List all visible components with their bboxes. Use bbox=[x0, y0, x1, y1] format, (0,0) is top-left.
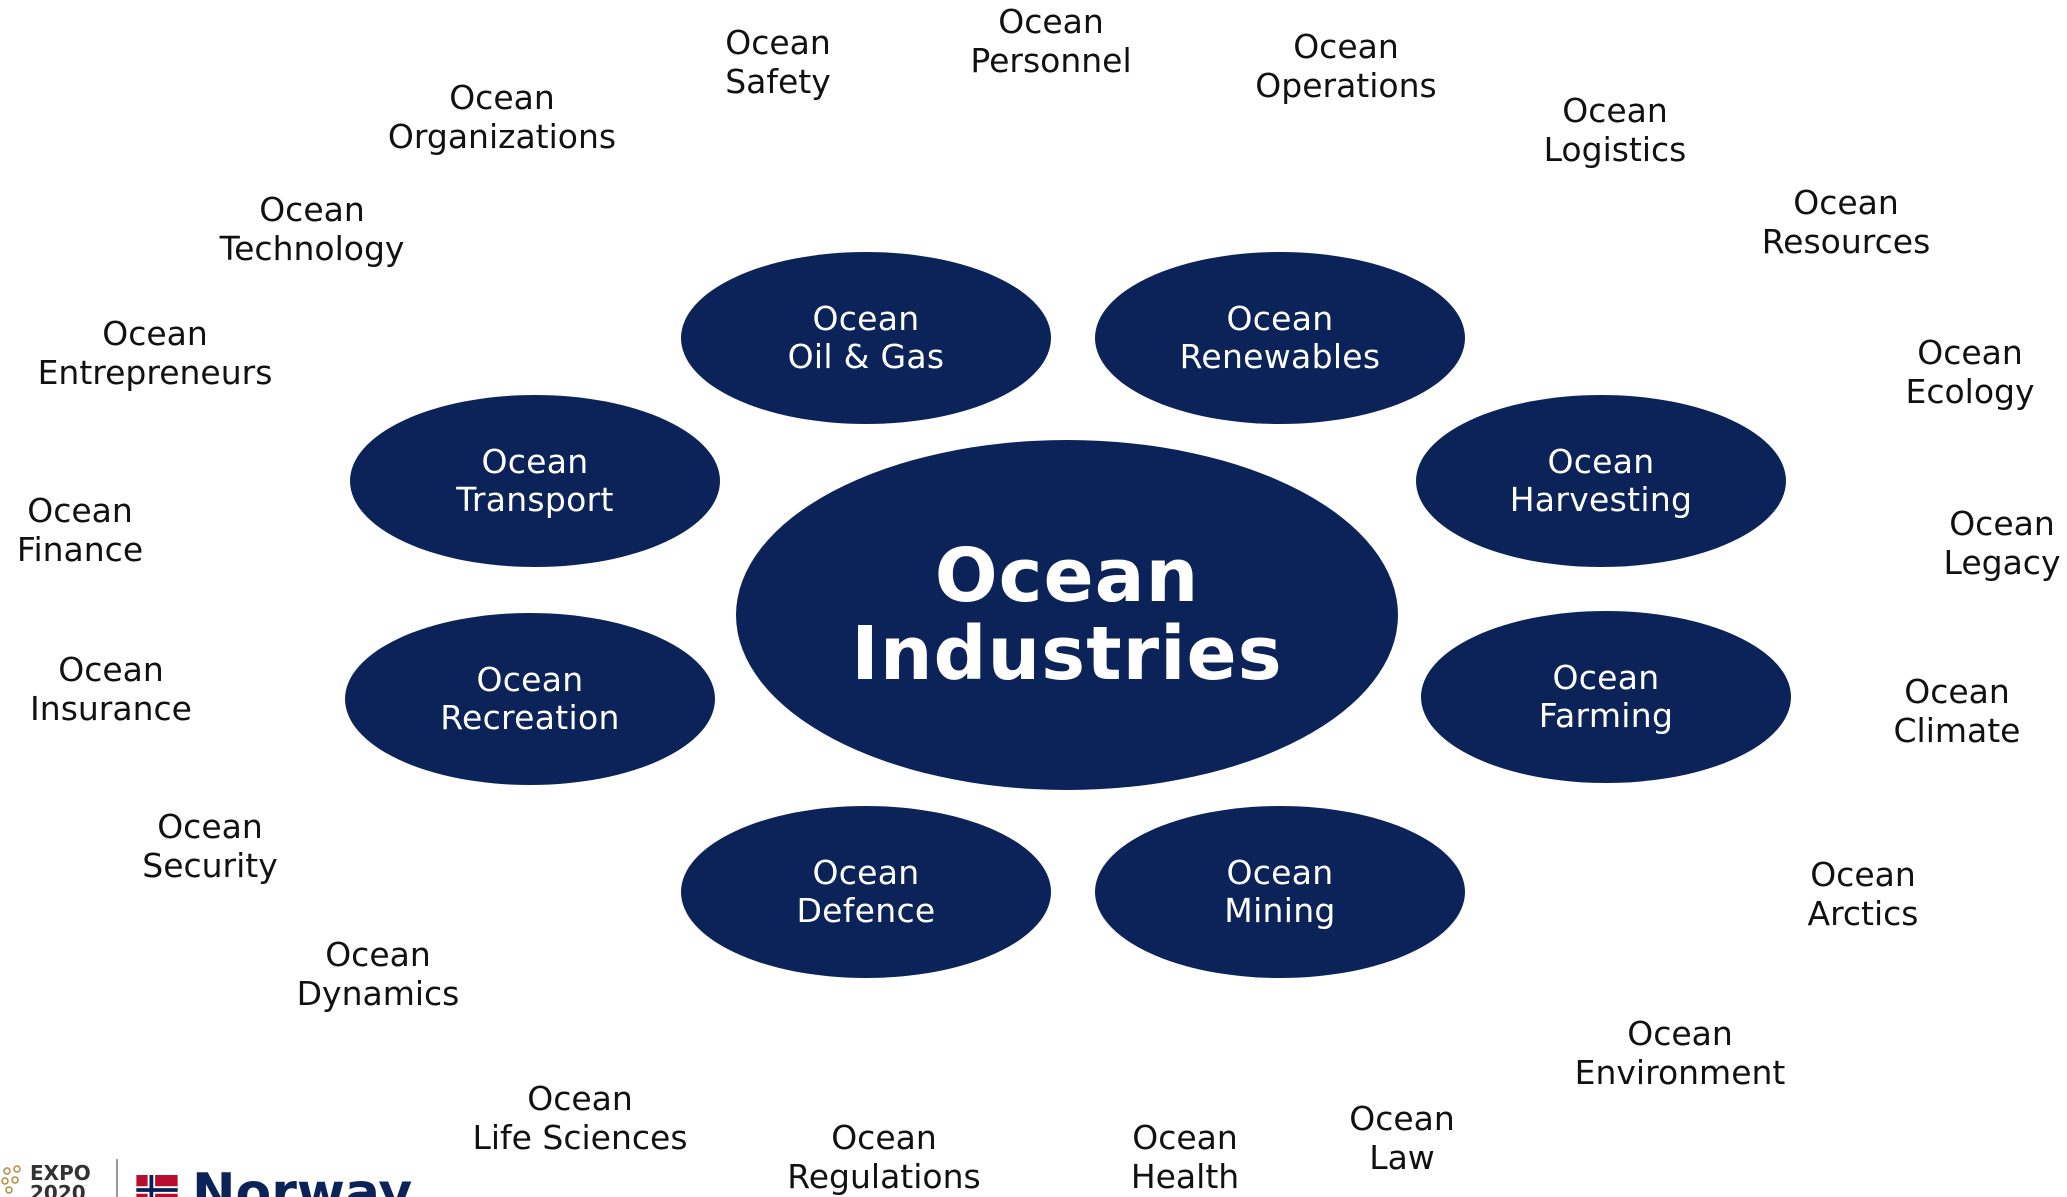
topic-label-line1: Ocean bbox=[1917, 333, 2023, 372]
topic-label-line2: Climate bbox=[1893, 711, 2021, 750]
industry-node-farming: Ocean Farming bbox=[1421, 611, 1791, 783]
industry-node-line2: Renewables bbox=[1179, 337, 1381, 376]
topic-label-environment: Ocean Environment bbox=[1575, 1014, 1786, 1092]
topic-label-line2: Law bbox=[1369, 1138, 1435, 1177]
topic-label-line2: Insurance bbox=[30, 689, 192, 728]
industry-node-mining: Ocean Mining bbox=[1095, 806, 1465, 978]
expo-line2: 2020 bbox=[30, 1181, 86, 1197]
topic-label-line1: Ocean bbox=[1949, 504, 2055, 543]
topic-label-line2: Technology bbox=[219, 229, 405, 268]
industry-node-oil-gas: Ocean Oil & Gas bbox=[681, 252, 1051, 424]
industry-node-harvesting: Ocean Harvesting bbox=[1416, 395, 1786, 567]
topic-label-insurance: Ocean Insurance bbox=[30, 650, 192, 728]
industry-node-line2: Transport bbox=[456, 480, 614, 519]
topic-label-health: Ocean Health bbox=[1131, 1118, 1239, 1196]
topic-label-line2: Logistics bbox=[1543, 130, 1687, 169]
topic-label-arctics: Ocean Arctics bbox=[1807, 855, 1918, 933]
expo-emblem-icon bbox=[1, 1165, 21, 1194]
topic-label-line1: Ocean bbox=[1132, 1118, 1238, 1157]
industry-node-line1: Ocean bbox=[1547, 442, 1655, 481]
industry-node-line2: Oil & Gas bbox=[787, 337, 945, 376]
topic-label-organizations: Ocean Organizations bbox=[388, 78, 616, 156]
industry-node-line1: Ocean bbox=[1226, 853, 1334, 892]
topic-label-line1: Ocean bbox=[1810, 855, 1916, 894]
topic-label-line2: Operations bbox=[1255, 66, 1437, 105]
topic-label-ecology: Ocean Ecology bbox=[1905, 333, 2034, 411]
topic-label-line1: Ocean bbox=[157, 807, 263, 846]
topic-label-dynamics: Ocean Dynamics bbox=[297, 935, 460, 1013]
topic-label-logistics: Ocean Logistics bbox=[1544, 91, 1687, 169]
topic-label-line2: Resources bbox=[1761, 222, 1931, 261]
topic-label-line1: Ocean bbox=[102, 314, 208, 353]
topic-label-entrepreneurs: Ocean Entrepreneurs bbox=[38, 314, 273, 392]
topic-label-line2: Environment bbox=[1574, 1053, 1786, 1092]
industry-node-line1: Ocean bbox=[812, 853, 920, 892]
expo-norway-logo: EXPO 2020 Norway bbox=[0, 1155, 420, 1197]
norway-wordmark: Norway bbox=[192, 1163, 413, 1197]
topic-label-law: Ocean Law bbox=[1349, 1099, 1455, 1177]
topic-label-technology: Ocean Technology bbox=[220, 190, 405, 268]
industry-node-renewables: Ocean Renewables bbox=[1095, 252, 1465, 424]
topic-label-safety: Ocean Safety bbox=[725, 23, 831, 101]
topic-label-line2: Arctics bbox=[1807, 894, 1919, 933]
topic-label-line2: Legacy bbox=[1943, 543, 2061, 582]
topic-label-line1: Ocean bbox=[58, 650, 164, 689]
topic-label-line2: Regulations bbox=[787, 1157, 981, 1196]
topic-label-line2: Security bbox=[142, 846, 278, 885]
industry-node-line1: Ocean bbox=[481, 442, 589, 481]
industry-node-recreation: Ocean Recreation bbox=[345, 613, 715, 785]
topic-label-line1: Ocean bbox=[527, 1079, 633, 1118]
topic-label-line2: Safety bbox=[725, 62, 831, 101]
industry-node-defence: Ocean Defence bbox=[681, 806, 1051, 978]
topic-label-legacy: Ocean Legacy bbox=[1944, 504, 2061, 582]
topic-label-climate: Ocean Climate bbox=[1894, 672, 2021, 750]
topic-label-line2: Life Sciences bbox=[472, 1118, 688, 1157]
topic-label-line1: Ocean bbox=[449, 78, 555, 117]
topic-label-life-sciences: Ocean Life Sciences bbox=[472, 1079, 687, 1157]
topic-label-finance: Ocean Finance bbox=[17, 491, 143, 569]
topic-label-line1: Ocean bbox=[325, 935, 431, 974]
center-node-ocean-industries: Ocean Industries bbox=[736, 440, 1398, 790]
industry-node-line1: Ocean bbox=[476, 660, 584, 699]
industry-node-line2: Defence bbox=[796, 891, 936, 930]
topic-label-personnel: Ocean Personnel bbox=[970, 2, 1131, 80]
topic-label-resources: Ocean Resources bbox=[1762, 183, 1931, 261]
center-node-line1: Ocean bbox=[934, 533, 1200, 619]
topic-label-line1: Ocean bbox=[831, 1118, 937, 1157]
topic-label-line2: Finance bbox=[16, 530, 144, 569]
topic-label-line2: Personnel bbox=[970, 41, 1132, 80]
topic-label-line1: Ocean bbox=[1793, 183, 1899, 222]
topic-label-line1: Ocean bbox=[998, 2, 1104, 41]
industry-node-line2: Recreation bbox=[440, 698, 620, 737]
topic-label-line1: Ocean bbox=[725, 23, 831, 62]
industry-node-line2: Harvesting bbox=[1509, 480, 1693, 519]
norway-flag-icon bbox=[136, 1175, 178, 1197]
topic-label-line1: Ocean bbox=[1627, 1014, 1733, 1053]
expo-line1: EXPO bbox=[30, 1161, 91, 1185]
topic-label-line2: Ecology bbox=[1905, 372, 2035, 411]
expo-wordmark: EXPO 2020 bbox=[30, 1163, 91, 1197]
topic-label-line1: Ocean bbox=[27, 491, 133, 530]
industry-node-line1: Ocean bbox=[1552, 658, 1660, 697]
topic-label-line1: Ocean bbox=[1904, 672, 2010, 711]
topic-label-operations: Ocean Operations bbox=[1255, 27, 1436, 105]
topic-label-line2: Entrepreneurs bbox=[37, 353, 273, 392]
topic-label-line1: Ocean bbox=[1349, 1099, 1455, 1138]
center-node-line2: Industries bbox=[851, 611, 1283, 697]
topic-label-regulations: Ocean Regulations bbox=[787, 1118, 980, 1196]
topic-label-line2: Organizations bbox=[387, 117, 617, 156]
industry-node-line2: Farming bbox=[1538, 696, 1674, 735]
topic-label-line1: Ocean bbox=[1562, 91, 1668, 130]
industry-node-line1: Ocean bbox=[812, 299, 920, 338]
topic-label-line1: Ocean bbox=[1293, 27, 1399, 66]
topic-label-line2: Dynamics bbox=[296, 974, 460, 1013]
topic-label-security: Ocean Security bbox=[142, 807, 278, 885]
logo-divider bbox=[116, 1159, 118, 1197]
topic-label-line1: Ocean bbox=[259, 190, 365, 229]
industry-node-line1: Ocean bbox=[1226, 299, 1334, 338]
industry-node-transport: Ocean Transport bbox=[350, 395, 720, 567]
industry-node-line2: Mining bbox=[1224, 891, 1336, 930]
topic-label-line2: Health bbox=[1130, 1157, 1240, 1196]
